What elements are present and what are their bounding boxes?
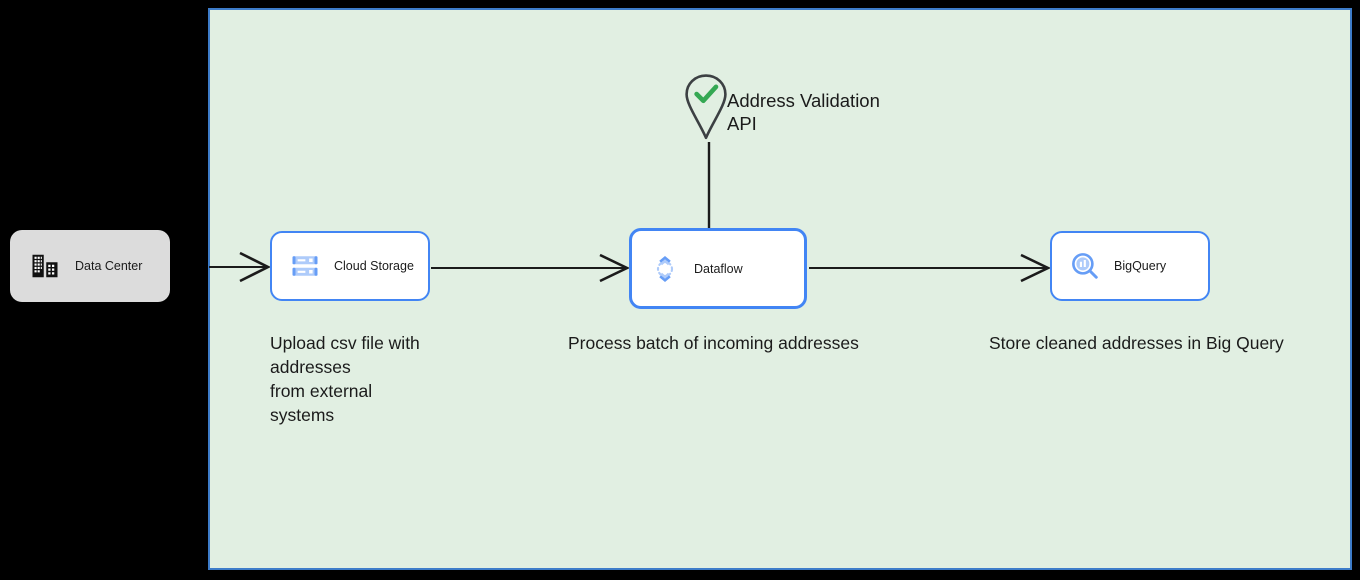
node-address-validation-api-label: Address Validation API: [727, 90, 880, 134]
node-cloud-storage-label: Cloud Storage: [334, 259, 414, 273]
caption-store-cleaned: Store cleaned addresses in Big Query: [989, 333, 1284, 353]
dataflow-icon: [650, 254, 680, 284]
node-address-validation-api[interactable]: Address Validation API: [684, 73, 880, 140]
bigquery-icon: [1070, 251, 1100, 281]
map-pin-check-icon: [684, 73, 728, 141]
data-center-icon: [30, 251, 60, 281]
node-cloud-storage[interactable]: Cloud Storage: [270, 231, 430, 301]
node-bigquery[interactable]: BigQuery: [1050, 231, 1210, 301]
caption-upload-csv: Upload csv file with addresses from exte…: [270, 333, 420, 425]
node-bigquery-label: BigQuery: [1114, 259, 1167, 273]
caption-process-batch: Process batch of incoming addresses: [568, 333, 859, 353]
node-dataflow[interactable]: Dataflow: [629, 228, 807, 309]
node-data-center[interactable]: Data Center: [10, 230, 170, 302]
node-data-center-label: Data Center: [75, 259, 143, 273]
node-dataflow-label: Dataflow: [694, 261, 743, 276]
cloud-storage-icon: [290, 251, 320, 281]
